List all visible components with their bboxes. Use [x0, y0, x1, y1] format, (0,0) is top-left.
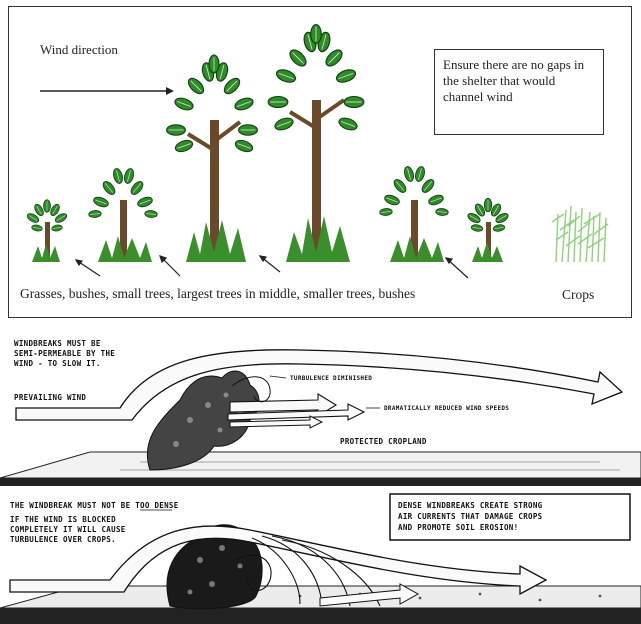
layering-caption: Grasses, bushes, small trees, largest tr…	[20, 286, 415, 302]
semi-permeable-heading-line1: WINDBREAKS MUST BE	[14, 339, 101, 348]
reduced-wind-speeds-label: DRAMATICALLY REDUCED WIND SPEEDS	[384, 405, 509, 412]
semi-permeable-heading-line3: WIND - TO SLOW IT.	[14, 359, 101, 368]
blocked-text-line2: COMPLETELY IT WILL CAUSE	[10, 525, 126, 534]
crops-illustration	[552, 206, 608, 262]
protected-cropland-label: PROTECTED CROPLAND	[340, 437, 427, 446]
semi-permeable-panel: WINDBREAKS MUST BE SEMI-PERMEABLE BY THE…	[0, 339, 641, 486]
wind-direction-arrow	[40, 87, 174, 95]
crops-label: Crops	[562, 287, 594, 303]
blocked-text-line3: TURBULENCE OVER CROPS.	[10, 535, 116, 544]
too-dense-panel: THE WINDBREAK MUST NOT BE TOO DENSE IF T…	[0, 494, 641, 624]
semi-permeable-heading-line2: SEMI-PERMEABLE BY THE	[14, 349, 115, 358]
wind-direction-label: Wind direction	[40, 42, 118, 58]
small-tree-2	[88, 168, 157, 262]
prevailing-wind-label: PREVAILING WIND	[14, 393, 86, 402]
small-tree-left	[26, 200, 68, 262]
blocked-text-line1: IF THE WIND IS BLOCKED	[10, 515, 116, 524]
dense-warning-line3: AND PROMOTE SOIL EROSION!	[398, 523, 518, 532]
dense-warning-line1: DENSE WINDBREAKS CREATE STRONG	[398, 501, 543, 510]
dense-warning-line2: AIR CURRENTS THAT DAMAGE CROPS	[398, 512, 543, 521]
turbulence-diminished-label: TURBULENCE DIMINISHED	[290, 375, 372, 382]
too-dense-heading: THE WINDBREAK MUST NOT BE TOO DENSE	[10, 501, 179, 510]
largest-tree-middle	[268, 25, 364, 262]
large-tree-left	[167, 55, 258, 262]
smaller-tree-right	[379, 166, 448, 262]
bush-right	[466, 198, 509, 262]
no-gaps-note: Ensure there are no gaps in the shelter …	[434, 49, 604, 135]
